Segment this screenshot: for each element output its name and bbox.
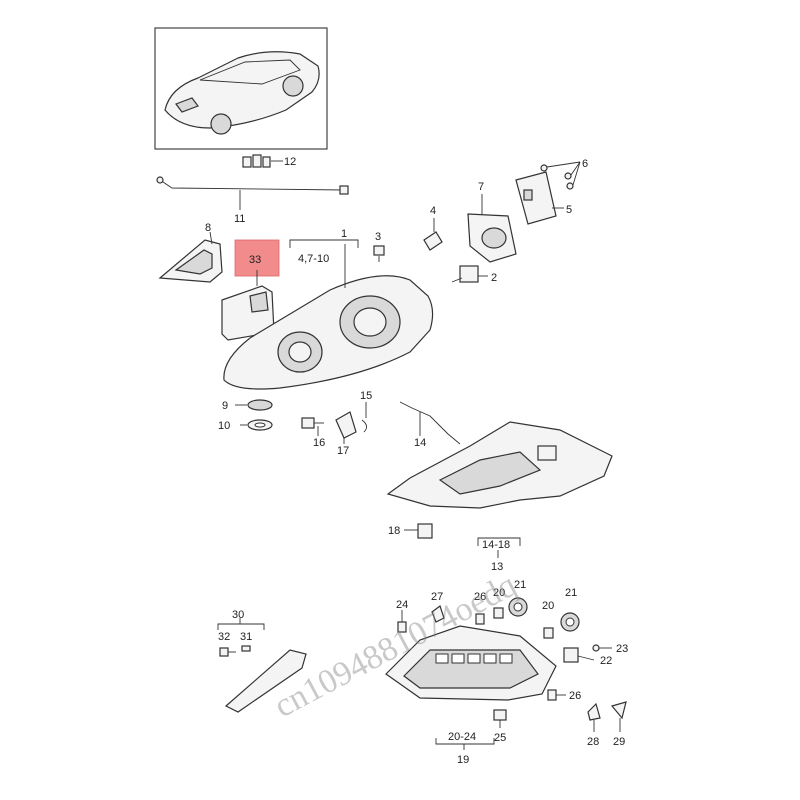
part-30-side-marker: [217, 618, 307, 713]
part-19-foglight: [385, 625, 557, 750]
part-24-screw: [397, 610, 407, 633]
callout-26-b: 26: [569, 690, 581, 702]
callout-33: 33: [249, 254, 261, 266]
callout-30: 30: [232, 609, 244, 621]
callout-27: 27: [431, 591, 443, 603]
callout-13: 13: [491, 561, 503, 573]
callout-25: 25: [494, 732, 506, 744]
range-20-24: 20-24: [448, 731, 476, 743]
callout-2: 2: [491, 272, 497, 284]
callout-12: 12: [284, 156, 296, 168]
callout-29: 29: [613, 736, 625, 748]
part-21-ring-b: [560, 612, 580, 632]
callout-21-b: 21: [565, 587, 577, 599]
part-20-bulb-b: [543, 627, 554, 639]
foglight-slots: [435, 653, 513, 664]
part-11-wiring: [156, 176, 349, 210]
callout-18: 18: [388, 525, 400, 537]
callout-14: 14: [414, 437, 426, 449]
part-26-screw-b: [547, 689, 566, 701]
part-3-screw: [373, 245, 385, 262]
part-7-cover: [467, 194, 517, 263]
part-18-plug: [404, 523, 433, 539]
callout-32: 32: [218, 631, 230, 643]
part-17-bracket: [335, 411, 357, 444]
part-16-bolt: [301, 417, 324, 436]
callout-26-a: 26: [474, 591, 486, 603]
callout-20-b: 20: [542, 600, 554, 612]
callout-22: 22: [600, 655, 612, 667]
part-1-headlight: [223, 239, 434, 390]
callout-5: 5: [566, 204, 572, 216]
callout-labels: 12 11 8 33 1 4,7-10 3 4 7 6 5 2 9 10 15 …: [205, 156, 628, 766]
part-28-clip: [587, 702, 601, 732]
callout-31: 31: [240, 631, 252, 643]
callout-20-a: 20: [493, 587, 505, 599]
callout-1: 1: [341, 228, 347, 240]
range-4-7-10: 4,7-10: [298, 253, 329, 265]
callout-9: 9: [222, 400, 228, 412]
part-4-bulb: [423, 218, 443, 251]
callout-6: 6: [582, 158, 588, 170]
part-14-rod: [399, 401, 461, 445]
part-6-screws: [540, 161, 581, 190]
part-23-screw: [592, 644, 612, 652]
car-illustration: [164, 51, 320, 135]
callout-24: 24: [396, 599, 408, 611]
callout-21-a: 21: [514, 579, 526, 591]
part-9-seal: [235, 399, 273, 411]
part-5-module: [515, 171, 564, 225]
part-2-ignitor: [451, 265, 488, 283]
part-31-clip: [241, 645, 251, 652]
callout-19: 19: [457, 754, 469, 766]
part-22-socket: [563, 647, 595, 663]
callout-3: 3: [375, 231, 381, 243]
part-27-clip: [431, 605, 445, 623]
callout-7: 7: [478, 181, 484, 193]
callout-4: 4: [430, 205, 436, 217]
callout-11: 11: [234, 213, 245, 225]
range-14-18: 14-18: [482, 539, 510, 551]
part-25-grommet: [493, 709, 507, 728]
callout-23: 23: [616, 643, 628, 655]
callout-16: 16: [313, 437, 325, 449]
vehicle-inset: [154, 27, 328, 150]
part-26-screw-a: [475, 613, 485, 625]
callout-28: 28: [587, 736, 599, 748]
part-20-bulb-a: [493, 607, 504, 619]
part-10-seal: [240, 419, 273, 431]
callout-10: 10: [218, 420, 230, 432]
part-32-screw: [219, 647, 236, 657]
part-15-clip: [361, 402, 367, 433]
callout-15: 15: [360, 390, 372, 402]
callout-8: 8: [205, 222, 211, 234]
part-21-ring-a: [508, 597, 528, 617]
part-8-bracket: [158, 231, 223, 283]
part-12-clips: [242, 154, 283, 168]
part-13-undertray: [386, 421, 613, 558]
callout-17: 17: [337, 445, 349, 457]
part-29-clip: [610, 701, 627, 732]
